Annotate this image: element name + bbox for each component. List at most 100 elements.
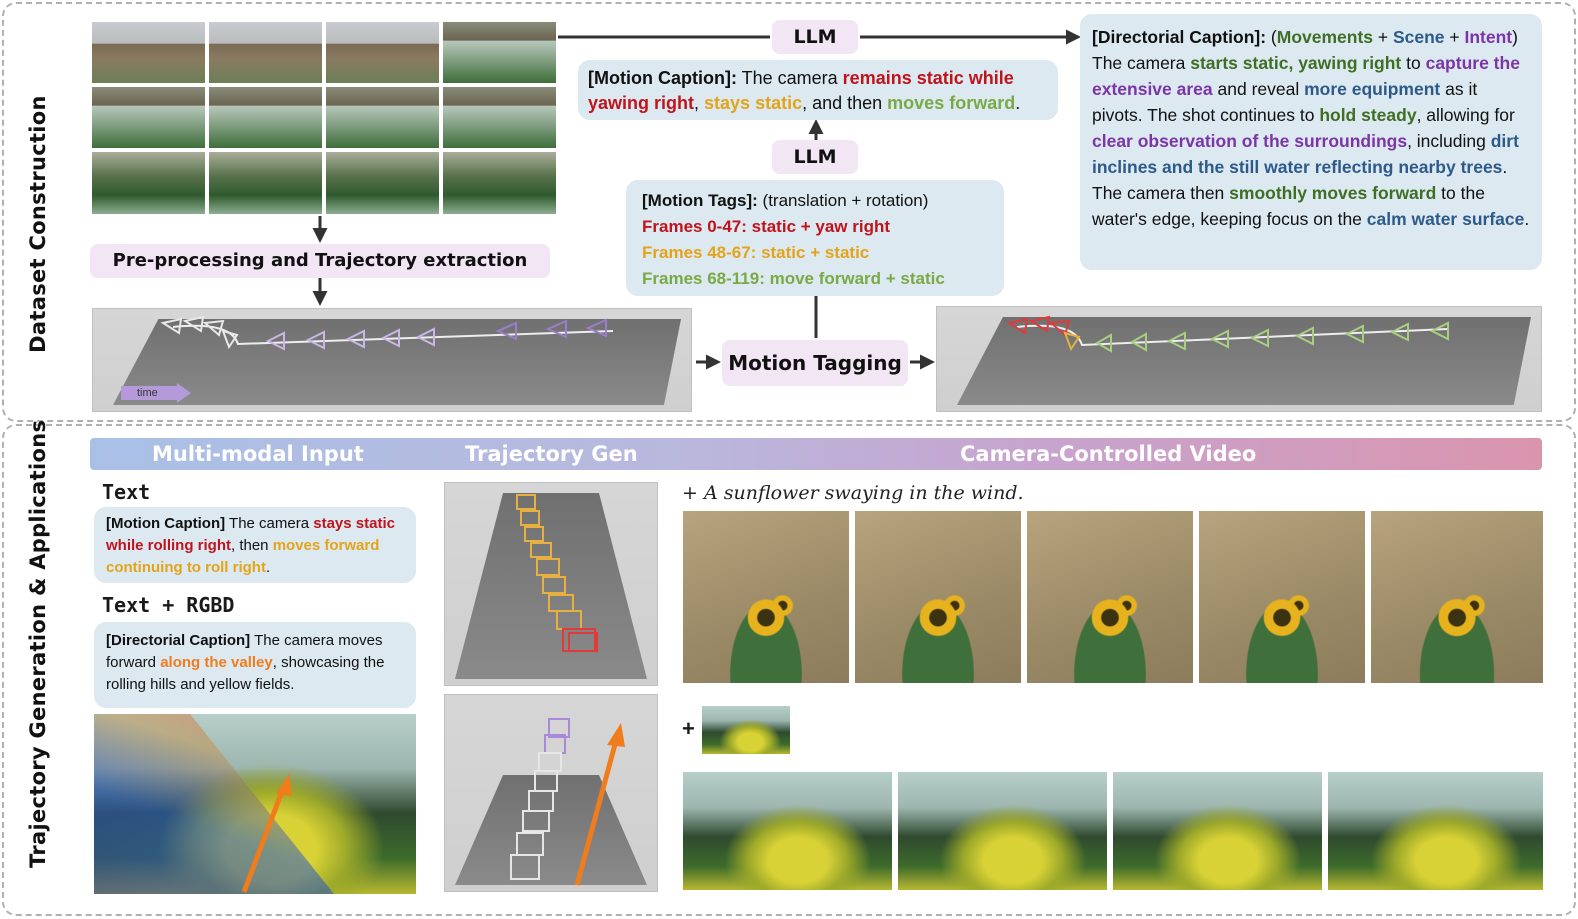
caption-highlight: clear observation of the surroundings [1092, 131, 1408, 151]
caption-text: , [694, 93, 705, 113]
caption-highlight: more equipment [1304, 79, 1441, 99]
caption-text: ( [1266, 27, 1277, 47]
section-label-applications: Trajectory Generation & Applications [26, 419, 50, 868]
caption-text: . The camera then [1092, 157, 1508, 203]
camera-trajectory-raw [160, 315, 614, 351]
direction-arrow [241, 774, 292, 893]
caption-highlight: remains static while yawing right [588, 68, 1014, 113]
caption-highlight: stays static [704, 93, 803, 113]
camera-trajectory-tagged [1006, 315, 1449, 353]
caption-highlight: stays static while rolling right [106, 515, 395, 554]
llm-step-top: LLM [772, 20, 858, 54]
rgbd-input-image [94, 714, 416, 894]
caption-text: . [1524, 209, 1530, 229]
motion-tags-box: [Motion Tags]: (translation + rotation) … [626, 180, 1004, 296]
motion-tags-label: [Motion Tags]: [642, 191, 758, 210]
trajectory-plane-raw: time [92, 308, 692, 412]
motion-caption-input: [Motion Caption] The camera stays static… [94, 507, 416, 583]
output-frame-sunflower [1199, 511, 1365, 683]
text-rgbd-heading: Text + RGBD [102, 593, 235, 617]
caption-highlight: moves forward continuing to roll right [106, 537, 380, 576]
output-frame-sunflower [1371, 511, 1543, 683]
caption-text: . [1015, 93, 1021, 113]
caption-label: [Motion Caption] [106, 515, 226, 532]
caption-text: and reveal [1212, 79, 1305, 99]
trajectory-applications-section [2, 424, 1576, 916]
banner-multimodal-input: Multi-modal Input [152, 442, 364, 466]
trajectory-cameras-1 [516, 494, 598, 652]
caption-text: ) [1512, 27, 1518, 47]
video-frame [207, 20, 324, 85]
trajectory-cameras-2 [510, 718, 625, 886]
text-prompt: + A sunflower swaying in the wind. [682, 482, 1024, 504]
video-frame [324, 20, 441, 85]
caption-text: , allowing for [1416, 105, 1515, 125]
plus-sign: + [682, 716, 695, 741]
video-frame [441, 20, 558, 85]
output-frame-valley [1113, 772, 1322, 890]
caption-text: The camera moves forward [106, 632, 383, 671]
motion-tagging-step: Motion Tagging [722, 340, 908, 386]
caption-text: The camera [1092, 53, 1191, 73]
video-frame [207, 85, 324, 150]
caption-label: [Directorial Caption] [106, 632, 251, 649]
motion-caption-box: [Motion Caption]: The camera remains sta… [578, 60, 1058, 120]
stage-banner: Multi-modal Input Trajectory Gen Camera-… [90, 438, 1542, 470]
output-frame-valley [683, 772, 892, 890]
motion-tags-sub: (translation + rotation) [757, 191, 929, 210]
generated-trajectory-2 [444, 694, 658, 892]
motion-tags-header: [Motion Tags]: (translation + rotation) [642, 188, 988, 214]
generated-trajectory-1 [444, 482, 658, 686]
caption-highlight: moves forward [887, 93, 1016, 113]
motion-caption-label: [Motion Caption]: [588, 68, 737, 88]
video-frame [90, 150, 207, 216]
directorial-caption-input: [Directorial Caption] The camera moves f… [94, 622, 416, 708]
legend-movements: Movements [1276, 27, 1374, 47]
output-frame-sunflower [855, 511, 1021, 683]
directorial-label: [Directorial Caption]: [1092, 27, 1267, 47]
caption-text: + [1373, 27, 1393, 47]
caption-text: to the water's edge, keeping focus on th… [1092, 183, 1485, 229]
caption-highlight: along the valley [160, 654, 273, 671]
directorial-caption-box: [Directorial Caption]: (Movements + Scen… [1080, 14, 1542, 270]
caption-text: . [265, 559, 271, 576]
video-frame [441, 150, 558, 216]
caption-highlight: smoothly moves forward [1229, 183, 1437, 203]
output-frame-valley [898, 772, 1107, 890]
caption-text: as it pivots. The shot continues to [1092, 79, 1478, 125]
video-frame [90, 20, 207, 85]
motion-tag-line: Frames 68-119: move forward + static [642, 269, 945, 288]
banner-camera-controlled-video: Camera-Controlled Video [960, 442, 1257, 466]
caption-text: , and then [802, 93, 888, 113]
preprocess-step: Pre-processing and Trajectory extraction [90, 244, 550, 278]
caption-highlight: hold steady [1319, 105, 1417, 125]
video-frame [90, 85, 207, 150]
caption-text: The camera [225, 515, 314, 532]
text-input-heading: Text [102, 480, 151, 504]
caption-highlight: starts static, yawing right [1190, 53, 1402, 73]
banner-trajectory-gen: Trajectory Gen [465, 442, 638, 466]
llm-step-mid: LLM [772, 140, 858, 174]
output-frame-sunflower [1027, 511, 1193, 683]
output-frame-sunflower [683, 511, 849, 683]
reference-image-thumbnail [702, 706, 790, 754]
motion-tag-line: Frames 0-47: static + yaw right [642, 217, 891, 236]
caption-text: to [1401, 53, 1426, 73]
caption-text: , then [231, 537, 273, 554]
video-frame [324, 150, 441, 216]
output-frame-valley [1328, 772, 1543, 890]
caption-highlight: dirt inclines and the still water reflec… [1092, 131, 1519, 177]
caption-text: The camera [736, 68, 843, 88]
legend-scene: Scene [1392, 27, 1445, 47]
time-arrow: time [121, 383, 191, 403]
caption-text: , including [1407, 131, 1491, 151]
motion-tag-line: Frames 48-67: static + static [642, 243, 870, 262]
video-frame [441, 85, 558, 150]
caption-highlight: calm water surface [1366, 209, 1525, 229]
caption-highlight: capture the extensive area [1092, 53, 1520, 99]
legend-intent: Intent [1464, 27, 1513, 47]
input-video-frames [90, 20, 558, 216]
trajectory-plane-tagged [936, 306, 1542, 412]
caption-text: + [1444, 27, 1465, 47]
dataset-construction-section [2, 2, 1576, 422]
